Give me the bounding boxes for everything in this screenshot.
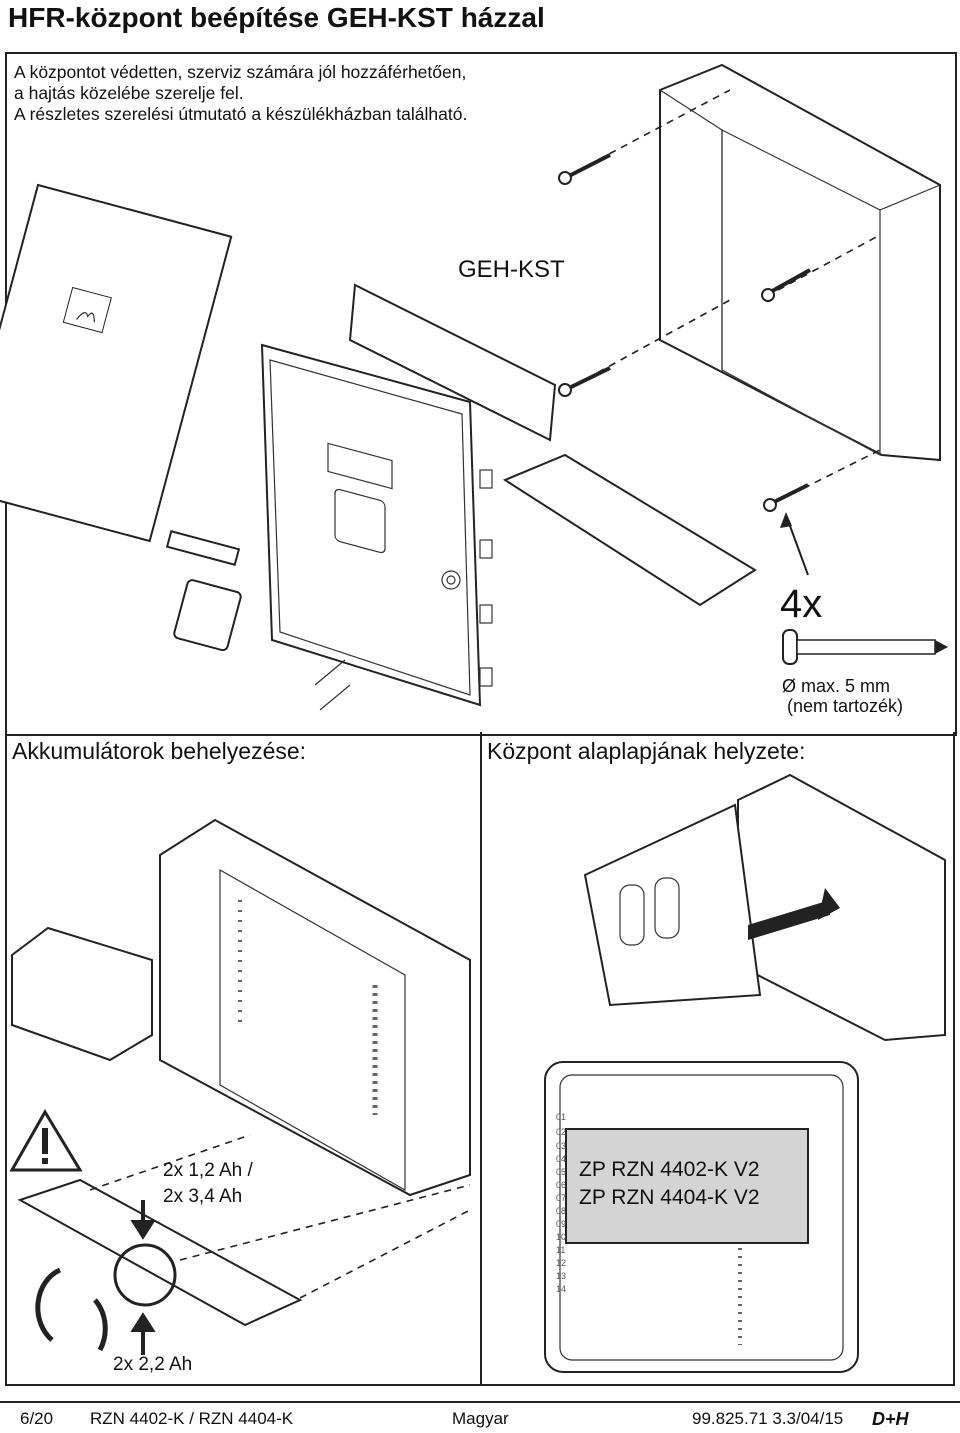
screw-arrowhead [780, 512, 792, 528]
battery-small: 2x 1,2 Ah / [163, 1160, 253, 1181]
battery-bottom: 2x 2,2 Ah [113, 1354, 193, 1375]
screw-illustration [782, 629, 948, 665]
warning-triangle [9, 1109, 83, 1172]
battery-drawing [11, 926, 153, 1062]
cover-strip [165, 529, 241, 567]
bottom-left-frame [5, 732, 482, 1386]
detail-circle [113, 1243, 177, 1307]
board-heading: Központ alaplapjának helyzete: [487, 738, 806, 764]
terminal-02: 02 [556, 1127, 567, 1137]
housing-top-drawing [659, 63, 941, 462]
battery-tray-top [502, 453, 757, 607]
terminal-10: 10 [556, 1232, 567, 1242]
page-number: 6/20 [20, 1409, 54, 1428]
terminal-14: 14 [556, 1284, 567, 1294]
footer: 6/20 RZN 4402-K / RZN 4404-K Magyar 99.8… [0, 1405, 960, 1433]
terminal-09: 09 [556, 1219, 567, 1229]
terminal-07: 07 [556, 1193, 567, 1203]
terminal-13: 13 [556, 1271, 567, 1281]
housing-board-drawing [583, 773, 946, 1042]
battery-tray-bottom [17, 1178, 303, 1327]
intro-line: A központot védetten, szerviz számára jó… [14, 62, 467, 82]
board-model-1: ZP RZN 4402-K V2 [579, 1158, 760, 1181]
battery-heading: Akkumulátorok behelyezése: [12, 738, 307, 764]
terminal-04: 04 [556, 1154, 567, 1164]
keys [314, 659, 351, 711]
terminal-05: 05 [556, 1167, 567, 1177]
housing-label: GEH-KST [458, 256, 565, 283]
terminal-03: 03 [556, 1141, 567, 1151]
terminal-01: 01 [556, 1112, 567, 1122]
door-drawing [260, 343, 493, 707]
battery-large: 2x 3,4 Ah [163, 1186, 243, 1207]
screw-note: (nem tartozék) [787, 696, 904, 716]
terminal-06: 06 [556, 1180, 567, 1190]
terminal-11: 11 [556, 1245, 566, 1255]
board-model-2: ZP RZN 4404-K V2 [579, 1186, 760, 1209]
bottom-right-frame [478, 732, 955, 1386]
language: Magyar [452, 1409, 509, 1428]
intro-line: a hajtás közelébe szerelje fel. [14, 83, 244, 103]
intro-text: A központot védetten, szerviz számára jó… [14, 62, 467, 125]
label-sheet-drawing [0, 183, 233, 543]
product-name: RZN 4402-K / RZN 4404-K [90, 1409, 294, 1428]
screw-count: 4x [780, 582, 823, 626]
housing-battery-drawing [159, 818, 471, 1197]
mounting-bracket [348, 283, 557, 442]
terminal-12: 12 [556, 1258, 567, 1268]
page-title: HFR-központ beépítése GEH-KST házzal [8, 2, 545, 33]
cover-plate [173, 579, 242, 652]
up-arrow [130, 1312, 156, 1355]
intro-line: A részletes szerelési útmutató a készülé… [14, 104, 468, 124]
screw-spec: Ø max. 5 mm [782, 676, 891, 696]
doc-number: 99.825.71 3.3/04/15 [692, 1409, 844, 1428]
dh-logo: D+H [872, 1409, 909, 1429]
rotate-icon [35, 1267, 108, 1352]
down-arrow [130, 1200, 156, 1240]
terminal-08: 08 [556, 1206, 567, 1216]
board-plate: ZP RZN 4402-K V2 ZP RZN 4404-K V2 [565, 1128, 809, 1244]
tray-guides [89, 1134, 471, 1299]
